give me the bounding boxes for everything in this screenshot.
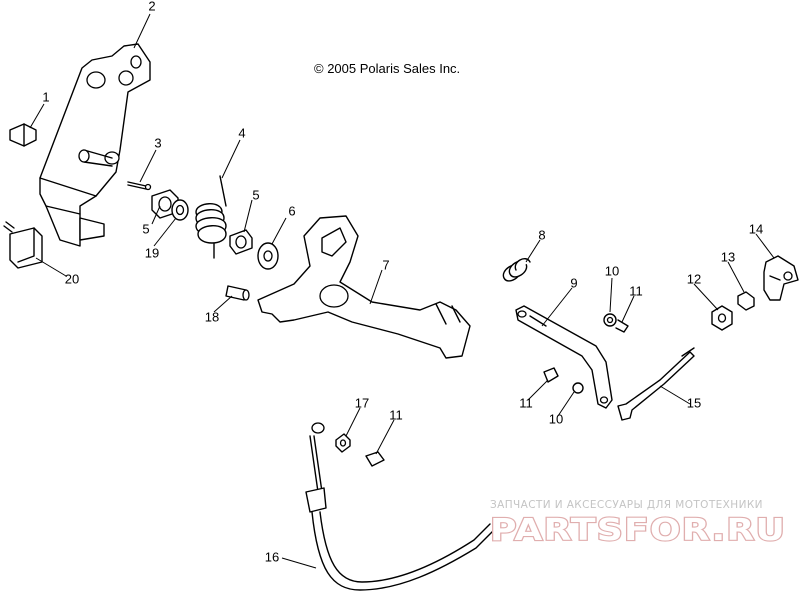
callout-14: 14 [749, 221, 763, 236]
part-11-clip-lower[interactable] [543, 367, 559, 383]
part-11-clip-cable[interactable] [365, 451, 385, 467]
part-10-nut-upper[interactable] [603, 313, 617, 327]
callout-12: 12 [687, 271, 701, 286]
callout-3: 3 [154, 135, 161, 150]
part-1-bolt[interactable] [9, 123, 37, 147]
callout-13: 13 [721, 249, 735, 264]
part-17-nut[interactable] [335, 433, 351, 453]
callout-4: 4 [238, 125, 245, 140]
part-8-spring[interactable] [502, 258, 531, 282]
callout-1: 1 [42, 89, 49, 104]
callout-2: 2 [148, 0, 155, 13]
part-3-cotter-pin[interactable] [127, 181, 152, 191]
callout-10-lower: 10 [549, 411, 563, 426]
callout-18: 18 [205, 309, 219, 324]
part-13-nut[interactable] [737, 291, 755, 311]
callout-11-lower: 11 [519, 395, 533, 410]
part-7-brake-pedal[interactable] [257, 215, 471, 359]
callout-16: 16 [265, 549, 279, 564]
part-10-washer-lower[interactable] [572, 382, 584, 394]
part-11-clip-upper[interactable] [615, 319, 629, 333]
callout-11-cable: 11 [389, 407, 403, 422]
part-4-torsion-spring[interactable] [195, 175, 227, 259]
callout-5-right: 5 [252, 187, 259, 202]
callout-10-upper: 10 [605, 263, 619, 278]
callout-19: 19 [145, 245, 159, 260]
part-6-washer[interactable] [257, 242, 279, 270]
watermark-tagline: ЗАПЧАСТИ И АКСЕССУАРЫ ДЛЯ МОТОТЕХНИКИ [490, 499, 763, 511]
callout-7: 7 [382, 257, 389, 272]
callout-17: 17 [355, 395, 369, 410]
watermark-logo: PARTSFOR.RU [490, 513, 786, 548]
part-14-clevis[interactable] [763, 255, 799, 301]
callout-8: 8 [538, 227, 545, 242]
callout-11-upper: 11 [629, 283, 643, 298]
callout-6: 6 [288, 203, 295, 218]
part-5-bushing-right[interactable] [229, 229, 253, 255]
callout-20: 20 [65, 271, 79, 286]
part-2-mounting-bracket[interactable] [39, 43, 151, 247]
part-19-washer[interactable] [171, 199, 189, 221]
copyright-notice: © 2005 Polaris Sales Inc. [314, 61, 460, 76]
part-9-link-arm[interactable] [515, 305, 613, 409]
callout-labels: 2 1 3 4 5 5 6 19 20 18 7 8 9 10 11 12 13… [42, 0, 763, 564]
part-16-brake-cable[interactable] [305, 422, 497, 591]
part-12-nut[interactable] [711, 305, 733, 331]
part-15-brake-rod[interactable] [617, 347, 695, 421]
watermark: ЗАПЧАСТИ И АКСЕССУАРЫ ДЛЯ МОТОТЕХНИКИ PA… [489, 499, 786, 549]
callout-5-left: 5 [142, 221, 149, 236]
leader-lines [29, 13, 775, 569]
part-20-switch[interactable] [3, 221, 43, 269]
callout-9: 9 [570, 275, 577, 290]
callout-15: 15 [687, 395, 701, 410]
